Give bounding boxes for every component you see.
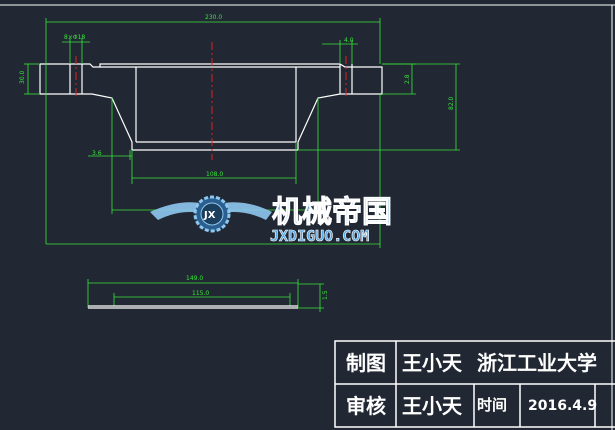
date-value: 2016.4.9 (528, 398, 597, 414)
right-wing-icon (218, 202, 272, 220)
watermark-chinese: 机械帝国 (272, 195, 392, 230)
dim-left-small: 3.6 (92, 150, 102, 157)
dim-gasket-inner: 115.0 (192, 290, 209, 297)
gasket-view (88, 305, 298, 309)
dim-gasket-outer: 149.0 (186, 275, 203, 282)
time-label: 时间 (477, 396, 507, 414)
check-label: 审核 (346, 394, 386, 418)
dim-gasket-thickness: 1.5 (322, 290, 329, 300)
drawing-frame (0, 4, 615, 430)
school-name: 浙江工业大学 (477, 351, 597, 375)
check-name: 王小天 (402, 394, 463, 418)
dim-flange-height: 30.0 (19, 70, 26, 84)
drawn-name: 王小天 (402, 351, 463, 375)
dim-top-offset: 4.0 (344, 37, 354, 44)
left-wing-icon (150, 202, 206, 220)
flange-section-view (39, 63, 383, 151)
watermark-latin: JXDIGUO.COM (270, 227, 369, 245)
centerlines (75, 42, 347, 160)
dimension-lines (24, 18, 460, 312)
dim-holes: 8×Φ18 (64, 34, 85, 41)
watermark-badge: JX (203, 210, 216, 221)
dim-total-height: 82.0 (448, 96, 455, 110)
dim-overall-width: 230.0 (205, 14, 222, 21)
drawn-label: 制图 (346, 351, 386, 375)
dim-right-step: 2.8 (404, 74, 411, 84)
watermark-logo: JX 机械帝国 JXDIGUO.COM (150, 195, 393, 245)
dim-inner-width: 108.0 (206, 171, 223, 178)
title-block (334, 340, 615, 428)
